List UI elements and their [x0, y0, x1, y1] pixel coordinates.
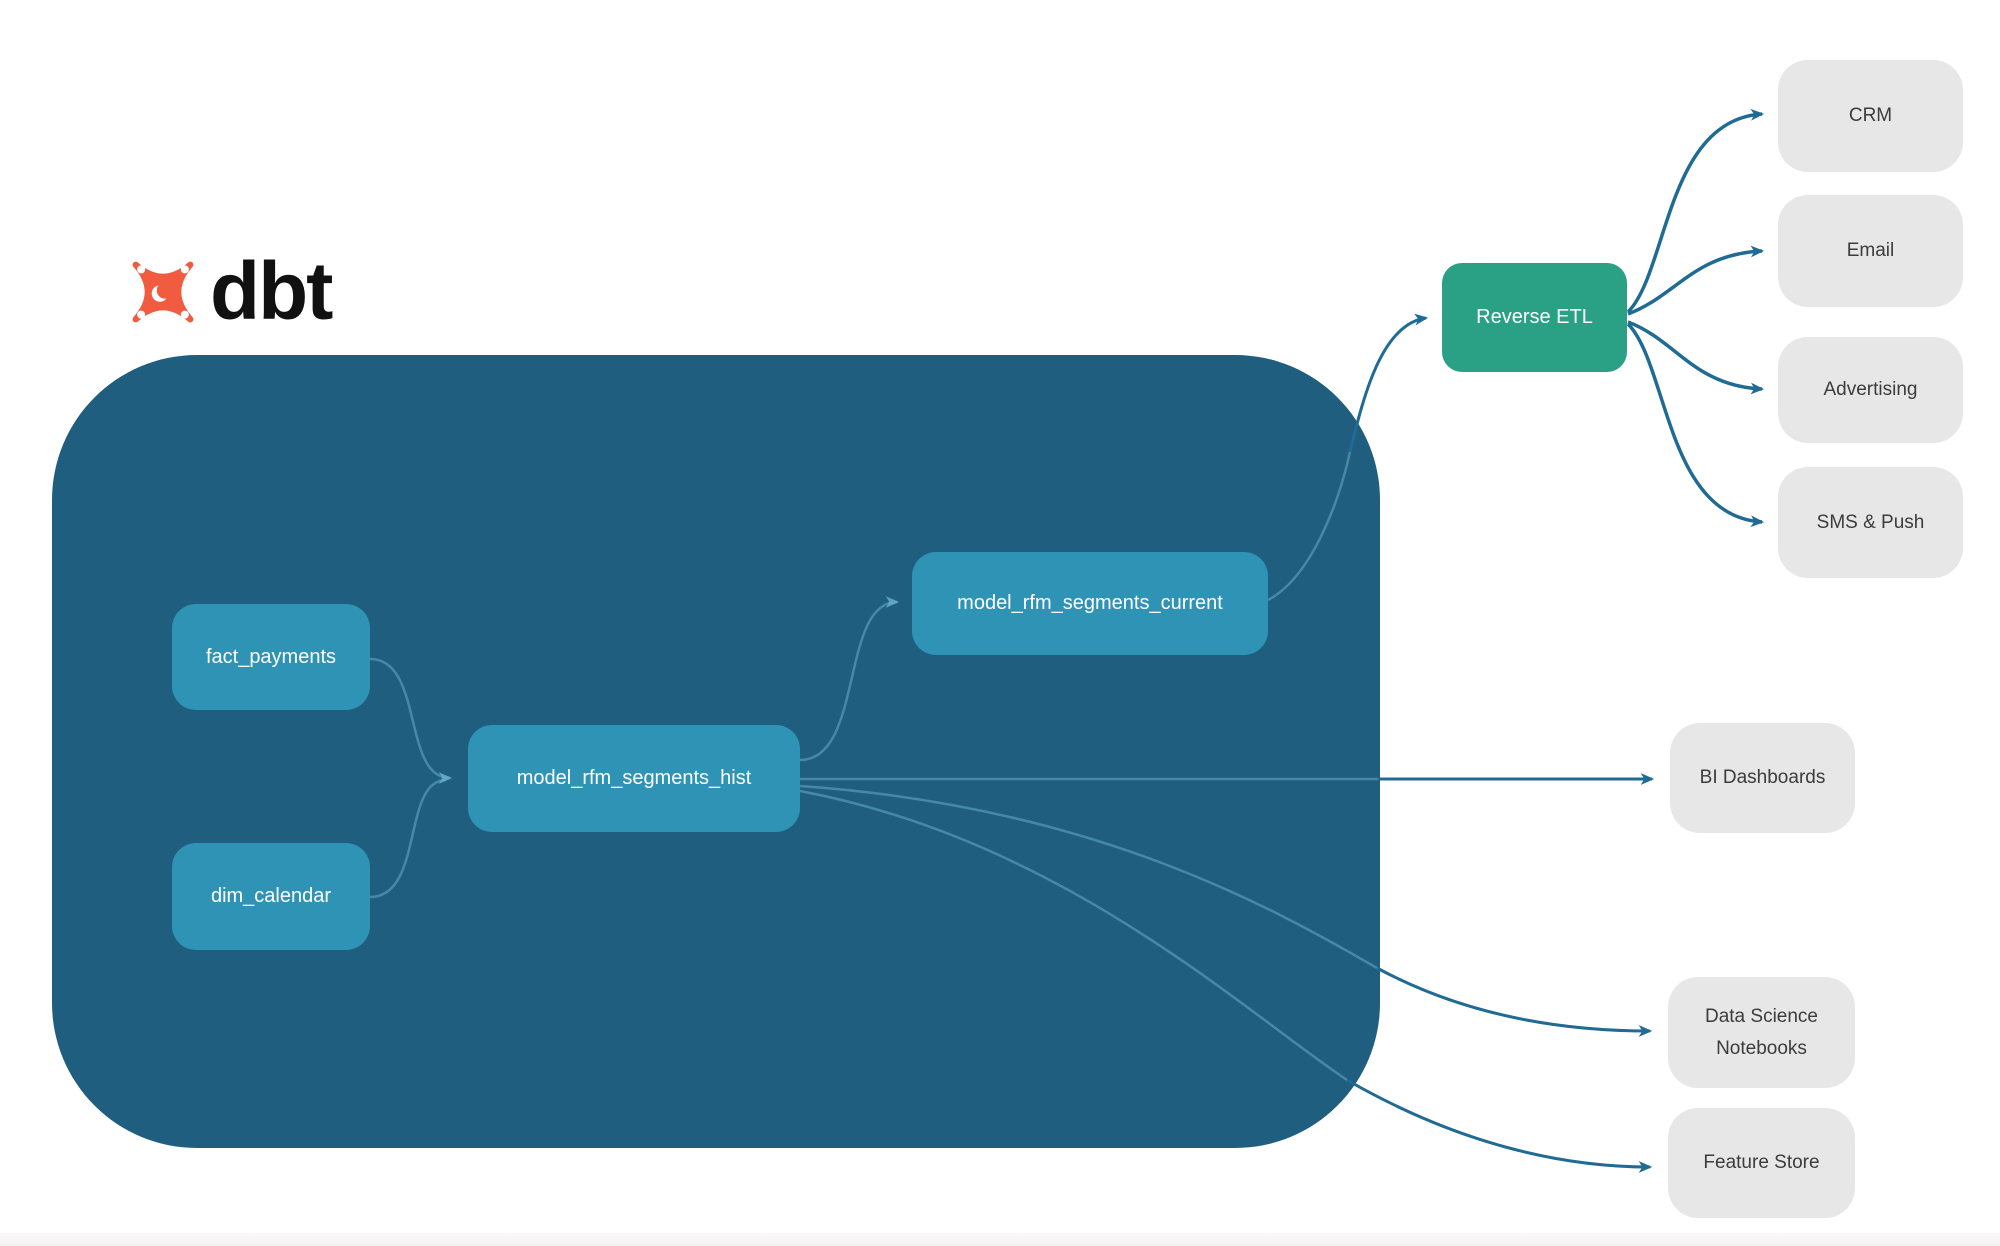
node-label: SMS & Push [1816, 511, 1925, 533]
node-label: CRM [1848, 105, 1893, 127]
node-model-rfm-segments-current: model_rfm_segments_current [912, 552, 1268, 655]
edge-reverse-etl-to-sms-push [1626, 322, 1765, 528]
node-label: model_rfm_segments_current [957, 592, 1223, 614]
node-dim-calendar: dim_calendar [172, 843, 370, 950]
edge-reverse-etl-to-crm [1626, 108, 1765, 314]
dbt-logo-icon [132, 261, 194, 323]
node-feature-store: Feature Store [1668, 1108, 1855, 1218]
node-label: dim_calendar [210, 885, 332, 907]
dbt-logo: dbt [124, 246, 333, 337]
node-label: Reverse ETL [1476, 306, 1593, 328]
node-crm: CRM [1778, 60, 1963, 172]
node-bi-dashboards: BI Dashboards [1670, 723, 1855, 833]
edge-reverse-etl-to-email [1627, 245, 1765, 316]
node-label: Feature Store [1703, 1152, 1820, 1174]
node-label: Email [1846, 240, 1895, 262]
edge-hist-to-feature-store [1346, 1078, 1653, 1173]
node-sms-push: SMS & Push [1778, 467, 1963, 578]
page-bottom-edge [0, 1233, 2000, 1246]
edge-reverse-etl-to-advertising [1627, 320, 1765, 395]
node-advertising: Advertising [1778, 337, 1963, 443]
node-data-science-notebooks: Data Science Notebooks [1668, 977, 1855, 1088]
node-label: model_rfm_segments_hist [516, 767, 752, 789]
node-model-rfm-segments-hist: model_rfm_segments_hist [468, 725, 800, 832]
node-fact-payments: fact_payments [172, 604, 370, 710]
brand-wordmark: dbt [210, 246, 333, 337]
node-label: fact_payments [205, 645, 337, 668]
node-reverse-etl: Reverse ETL [1442, 263, 1627, 372]
node-email: Email [1778, 195, 1963, 307]
node-label: Advertising [1823, 379, 1918, 401]
edge-hist-to-data-science-notebooks [1376, 966, 1653, 1037]
node-label: Data Science Notebooks [1704, 1006, 1818, 1059]
node-label: BI Dashboards [1699, 767, 1826, 789]
